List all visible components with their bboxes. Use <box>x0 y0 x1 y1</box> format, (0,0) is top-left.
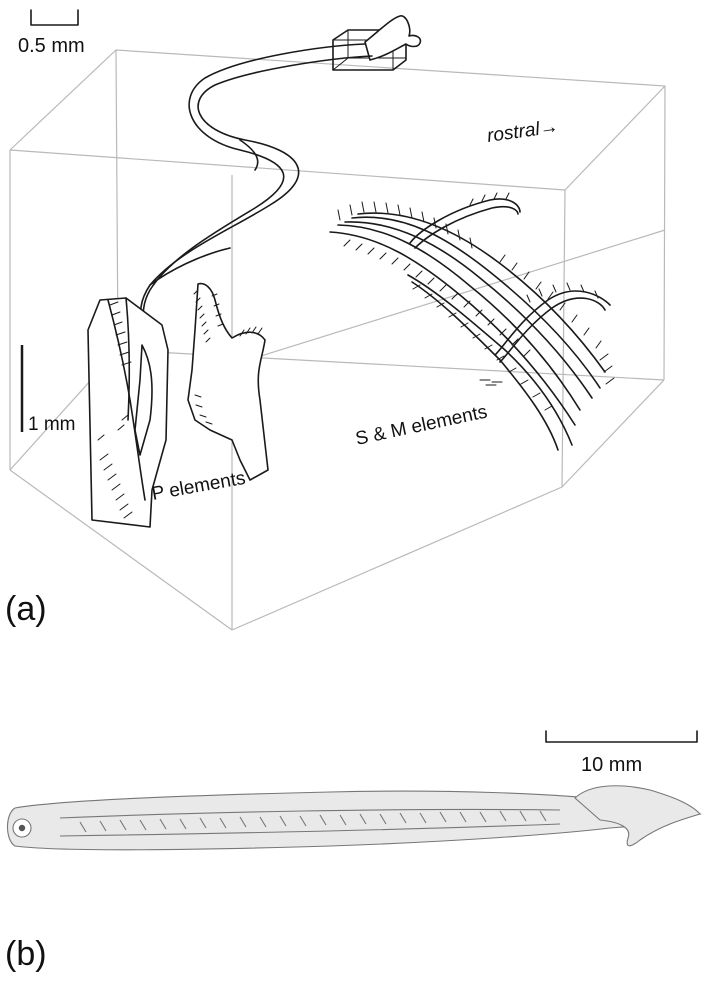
panel-a-label: (a) <box>5 590 47 628</box>
rostral-label: rostral→ <box>486 116 560 147</box>
ribbon-element <box>141 16 421 322</box>
larva-outline <box>8 786 701 850</box>
panel-b-label: (b) <box>5 935 47 973</box>
scale-label-large: 1 mm <box>28 414 76 435</box>
scale-bar-small <box>31 10 78 25</box>
sm-elements-label: S & M elements <box>354 401 490 449</box>
panel-b: 10 mm (b) <box>5 731 700 973</box>
panel-a: 0.5 mm <box>5 10 665 630</box>
scale-label-small: 0.5 mm <box>18 35 85 57</box>
scale-bar-10mm <box>546 731 697 742</box>
scale-label-10mm: 10 mm <box>581 754 642 776</box>
